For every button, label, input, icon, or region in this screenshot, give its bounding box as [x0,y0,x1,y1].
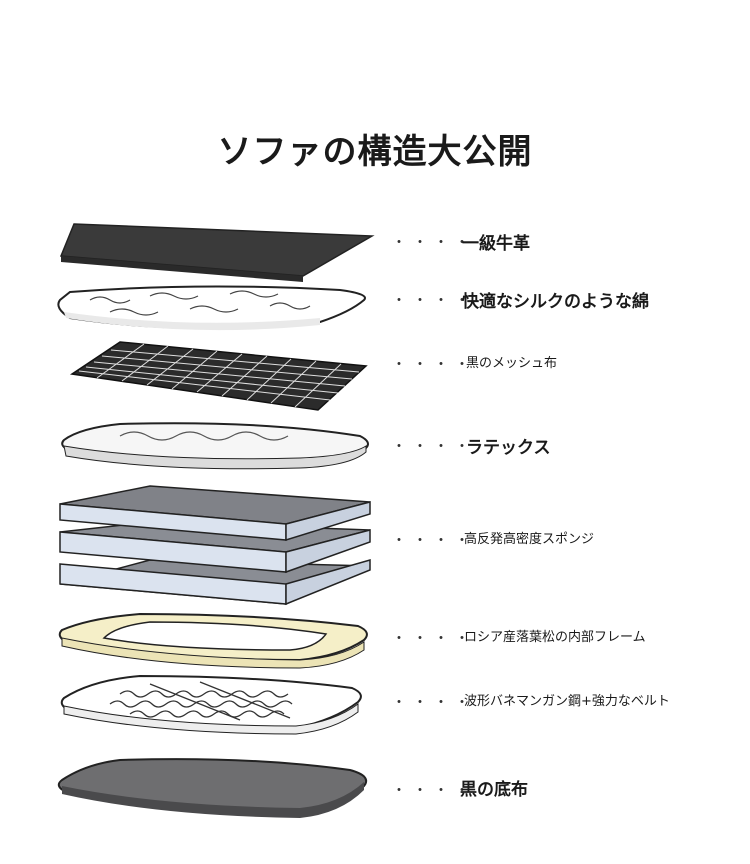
bottom-cloth-layer-graphic [57,758,368,818]
layer-label: 黒のメッシュ布 [466,356,558,371]
leader-dots: ・・・・ [392,439,476,455]
leader-dots: ・・・・ [392,293,476,309]
leather-layer-graphic [59,223,375,282]
layer-label: 黒の底布 [460,780,528,800]
layer-label: 快適なシルクのような綿 [462,292,649,312]
leader-dots: ・・・・ [392,695,476,711]
leader-dots: ・・・・ [392,533,476,549]
leader-dots: ・・・・ [392,631,476,647]
layer-label: ラテックス [466,438,551,458]
sponge-layer-graphic [59,485,371,606]
layer-label: 高反発高密度スポンジ [464,532,595,547]
mesh-layer-graphic [69,341,368,411]
page-title: ソファの構造大公開 [217,132,533,172]
springs-layer-graphic [60,674,362,735]
latex-layer-graphic [61,422,369,470]
silk-cotton-layer-graphic [57,285,366,331]
leader-dots: ・・・・ [392,235,476,251]
leader-dots: ・・・・ [392,357,476,373]
layer-label: ロシア産落葉松の内部フレーム [464,630,646,645]
frame-layer-graphic [58,612,368,669]
leader-dots: ・・・・ [392,783,476,799]
layer-label: 波形バネマンガン鋼+強力なベルト [464,694,670,709]
layer-label: 一級牛革 [462,234,530,254]
